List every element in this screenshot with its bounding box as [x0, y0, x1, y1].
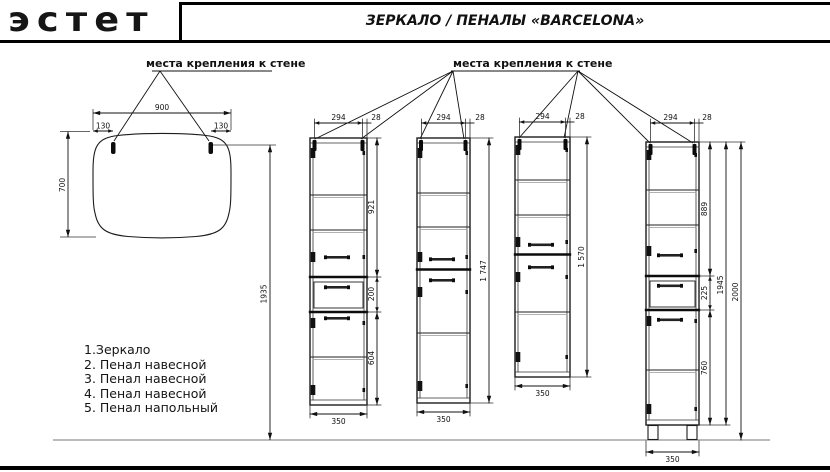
cabinet-5-leg-left [647, 424, 659, 441]
mirror-mount-label: места крепления к стене [146, 57, 305, 70]
cabinet-5-mount-bracket-right [692, 144, 697, 155]
dim-mirror-right-offset: 130 [214, 122, 229, 131]
dim-cab4-height: 1 570 [577, 246, 586, 268]
legend-item-wall-cabinet-3: 3. Пенал навесной [84, 371, 207, 386]
header-divider [179, 2, 182, 43]
legend-item-floor-cabinet-5: 5. Пенал напольный [84, 400, 218, 415]
dim-cab3-height: 1 747 [479, 260, 488, 282]
cabinet-5-leg-right [686, 424, 698, 441]
dim-cab4-width: 350 [535, 389, 550, 398]
mirror-mount-annotation: места крепления к стене [113, 57, 305, 142]
page-bottom-border [0, 466, 830, 470]
mirror-mount-bracket-left [111, 142, 116, 154]
cabinet-3-mount-bracket-right [463, 140, 468, 151]
dim-cab5-upper: 889 [700, 202, 709, 217]
cabinet-2-hinges [310, 148, 366, 395]
cabinet-5-hinges [646, 150, 697, 414]
dim-cab5-width: 350 [665, 455, 680, 464]
dim-cab5-mount-offset: 28 [702, 113, 712, 122]
dim-cab3-mount-offset: 28 [475, 113, 485, 122]
cabinets-mount-annotation: места крепления к стене [314, 57, 694, 144]
dim-cab4-mount-offset: 28 [575, 112, 585, 121]
cabinet-2-handles [324, 255, 350, 321]
dim-cab5-total-height: 2000 [731, 282, 740, 301]
header-top-rule [180, 2, 830, 5]
dim-cab2-mount-width: 294 [331, 113, 346, 122]
cabinet-3-drawing: 294 28 1 747 350 [415, 113, 494, 424]
cabinet-5-drawing: 294 28 889 225 760 1945 2000 350 [644, 113, 746, 464]
cabinet-4-drawing: 294 28 1 570 350 [513, 112, 592, 398]
brand-logo: эстет [8, 1, 155, 40]
legend-item-mirror: 1.Зеркало [84, 342, 151, 357]
dim-cab5-mount-width: 294 [663, 113, 678, 122]
mirror-outline [92, 132, 232, 239]
cabinet-2-mount-bracket-right [360, 140, 365, 151]
cabinet-4-mount-bracket-left [517, 139, 522, 150]
drawing-title: ЗЕРКАЛО / ПЕНАЛЫ «BARCELONA» [365, 13, 645, 29]
dim-cab5-middle: 225 [700, 286, 709, 301]
dim-mirror-width: 900 [155, 103, 170, 112]
cabinet-3-handles [429, 257, 455, 283]
legend-item-wall-cabinet-4: 4. Пенал навесной [84, 385, 207, 401]
dim-mirror-left-offset: 130 [96, 122, 111, 131]
cabinet-4-handles [528, 242, 554, 270]
dim-cab2-upper: 921 [367, 200, 376, 215]
dim-cab3-mount-width: 294 [436, 113, 451, 122]
dim-mirror-mount-height: 1935 [260, 284, 269, 303]
mirror-drawing: 900 130 130 700 1935 [58, 103, 276, 441]
dim-cab2-width: 350 [331, 417, 346, 426]
cabinets-mount-label: места крепления к стене [453, 57, 612, 70]
parts-legend: 1.Зеркало 2. Пенал навесной 3. Пенал нав… [84, 342, 218, 416]
dim-cab5-lower: 760 [700, 361, 709, 376]
dim-cab4-mount-width: 294 [535, 112, 550, 121]
cabinet-2-mount-bracket-left [312, 140, 317, 151]
cabinet-5-mount-bracket-left [648, 144, 653, 155]
dim-cab2-lower: 604 [367, 351, 376, 366]
header-bottom-rule [0, 40, 830, 43]
dim-cab2-mount-offset: 28 [371, 113, 381, 122]
dim-cab5-body-height: 1945 [716, 275, 725, 294]
cabinet-4-hinges [515, 145, 568, 362]
cabinet-4-mount-bracket-right [563, 139, 568, 150]
dim-cab3-width: 350 [436, 415, 451, 424]
cabinet-2-drawing: 294 28 921 200 604 350 [308, 113, 382, 426]
mirror-mount-bracket-right [208, 142, 213, 154]
legend-item-wall-cabinet-2: 2. Пенал навесной [84, 356, 207, 372]
cabinet-3-hinges [417, 148, 468, 391]
cabinet-5-handles [657, 253, 683, 322]
dim-mirror-height: 700 [58, 178, 67, 193]
cabinet-3-mount-bracket-left [419, 140, 423, 151]
dim-cab2-middle: 200 [367, 287, 376, 302]
